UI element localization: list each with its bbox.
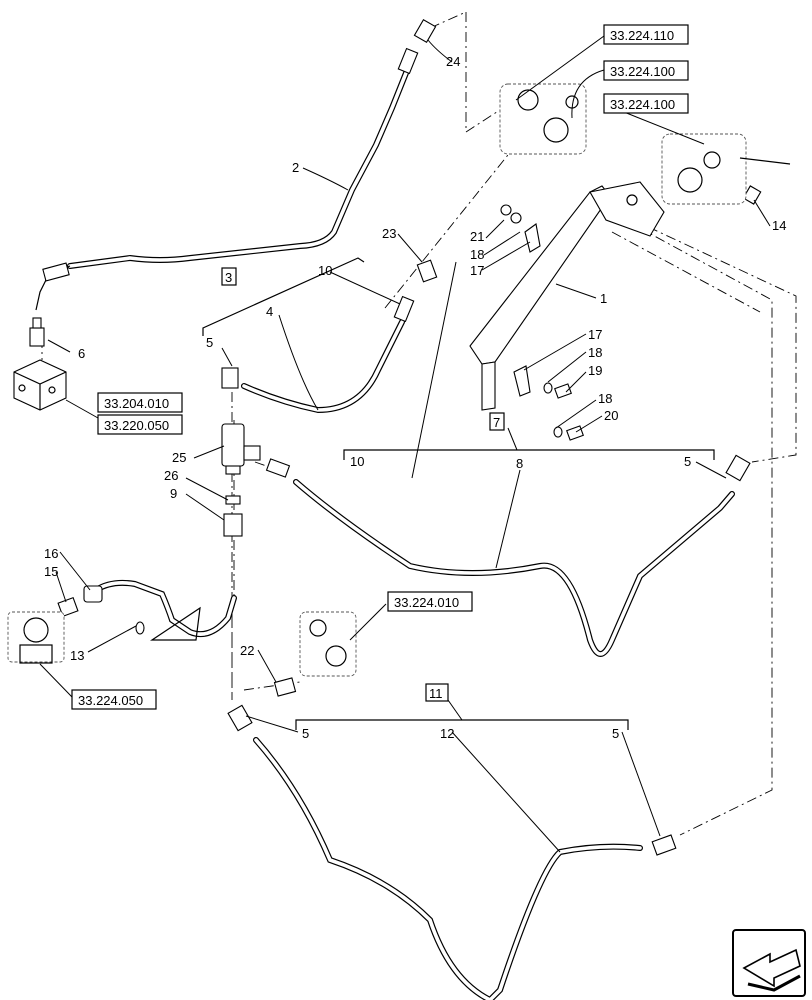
callout-10: 10 — [350, 454, 364, 469]
callout-labels: 1 2 4 5 5 5 5 6 8 9 10 10 12 13 14 15 16… — [44, 54, 786, 741]
callout-21: 21 — [470, 229, 484, 244]
bolt-19[interactable] — [543, 382, 572, 399]
callout-23: 23 — [382, 226, 396, 241]
ref-label-33204010: 33.204.010 — [104, 396, 169, 411]
callout-17: 17 — [470, 263, 484, 278]
assembly-11-box[interactable]: 11 — [425, 683, 449, 702]
callout-25: 25 — [172, 450, 186, 465]
ref-box-33224100-b[interactable]: 33.224.100 — [603, 93, 689, 114]
valve-33224100[interactable] — [661, 133, 791, 205]
callout-15: 15 — [44, 564, 58, 579]
ref-box-33220050[interactable]: 33.220.050 — [97, 414, 183, 435]
bracket-1[interactable] — [469, 181, 665, 411]
assembly-bracket-3 — [202, 257, 365, 336]
valve-block[interactable] — [13, 359, 67, 411]
ref-box-33224050[interactable]: 33.224.050 — [71, 689, 157, 710]
hose-4[interactable] — [221, 295, 415, 414]
assembly-bracket-11 — [295, 699, 629, 730]
ref-box-33224110[interactable]: 33.224.110 — [603, 24, 689, 45]
ref-box-33224100-a[interactable]: 33.224.100 — [603, 60, 689, 81]
callout-6: 6 — [78, 346, 85, 361]
ref-label-33224100: 33.224.100 — [610, 97, 675, 112]
fitting-9[interactable] — [223, 513, 243, 537]
clip-17[interactable] — [513, 223, 541, 397]
clip-13[interactable] — [135, 621, 145, 635]
callout-5: 5 — [206, 335, 213, 350]
callout-17: 17 — [588, 327, 602, 342]
assembly-3-label: 3 — [225, 270, 232, 285]
ref-box-33224010[interactable]: 33.224.010 — [387, 591, 473, 612]
callout-9: 9 — [170, 486, 177, 501]
ref-box-33204010[interactable]: 33.204.010 — [97, 392, 183, 413]
fitting-6[interactable] — [29, 317, 45, 347]
callout-5: 5 — [302, 726, 309, 741]
bolt-20[interactable] — [553, 425, 584, 441]
callout-18: 18 — [470, 247, 484, 262]
callout-5: 5 — [684, 454, 691, 469]
ref-label-33220050: 33.220.050 — [104, 418, 169, 433]
callout-10: 10 — [318, 263, 332, 278]
fitting-23[interactable] — [416, 259, 438, 283]
hose-8[interactable] — [265, 454, 751, 657]
fitting-22[interactable] — [273, 677, 297, 697]
callout-18: 18 — [598, 391, 612, 406]
callout-20: 20 — [604, 408, 618, 423]
callout-16: 16 — [44, 546, 58, 561]
callout-2: 2 — [292, 160, 299, 175]
callout-22: 22 — [240, 643, 254, 658]
assembly-bracket-7 — [343, 427, 715, 460]
bolt-14[interactable] — [742, 185, 762, 205]
callout-8: 8 — [516, 456, 523, 471]
callout-12: 12 — [440, 726, 454, 741]
ref-label-33224010: 33.224.010 — [394, 595, 459, 610]
callout-5: 5 — [612, 726, 619, 741]
hose-12[interactable] — [227, 704, 677, 1000]
ref-label-33224110: 33.224.110 — [610, 28, 674, 43]
ref-label-33224100: 33.224.100 — [610, 64, 675, 79]
brake-valve-33224050[interactable] — [7, 611, 65, 664]
assembly-11-label: 11 — [429, 686, 443, 701]
hose-2[interactable] — [35, 18, 437, 311]
callout-4: 4 — [266, 304, 273, 319]
assembly-3-box[interactable]: 3 — [221, 267, 237, 286]
callout-1: 1 — [600, 291, 607, 306]
callout-18: 18 — [588, 345, 602, 360]
assembly-7-box[interactable]: 7 — [489, 412, 505, 431]
assembly-7-label: 7 — [493, 415, 500, 430]
ref-label-33224050: 33.224.050 — [78, 693, 143, 708]
callout-14: 14 — [772, 218, 786, 233]
leader-lines — [39, 35, 771, 853]
callout-19: 19 — [588, 363, 602, 378]
tee-fitting-25[interactable] — [221, 423, 261, 475]
seal-26[interactable] — [225, 495, 241, 505]
pipe-16[interactable] — [83, 579, 237, 641]
callout-24: 24 — [446, 54, 460, 69]
callout-26: 26 — [164, 468, 178, 483]
washer-21[interactable] — [500, 204, 522, 224]
callout-13: 13 — [70, 648, 84, 663]
arrow-nav-icon[interactable] — [732, 929, 806, 997]
valve-33224110[interactable] — [499, 83, 587, 155]
valve-33224010[interactable] — [299, 611, 357, 677]
